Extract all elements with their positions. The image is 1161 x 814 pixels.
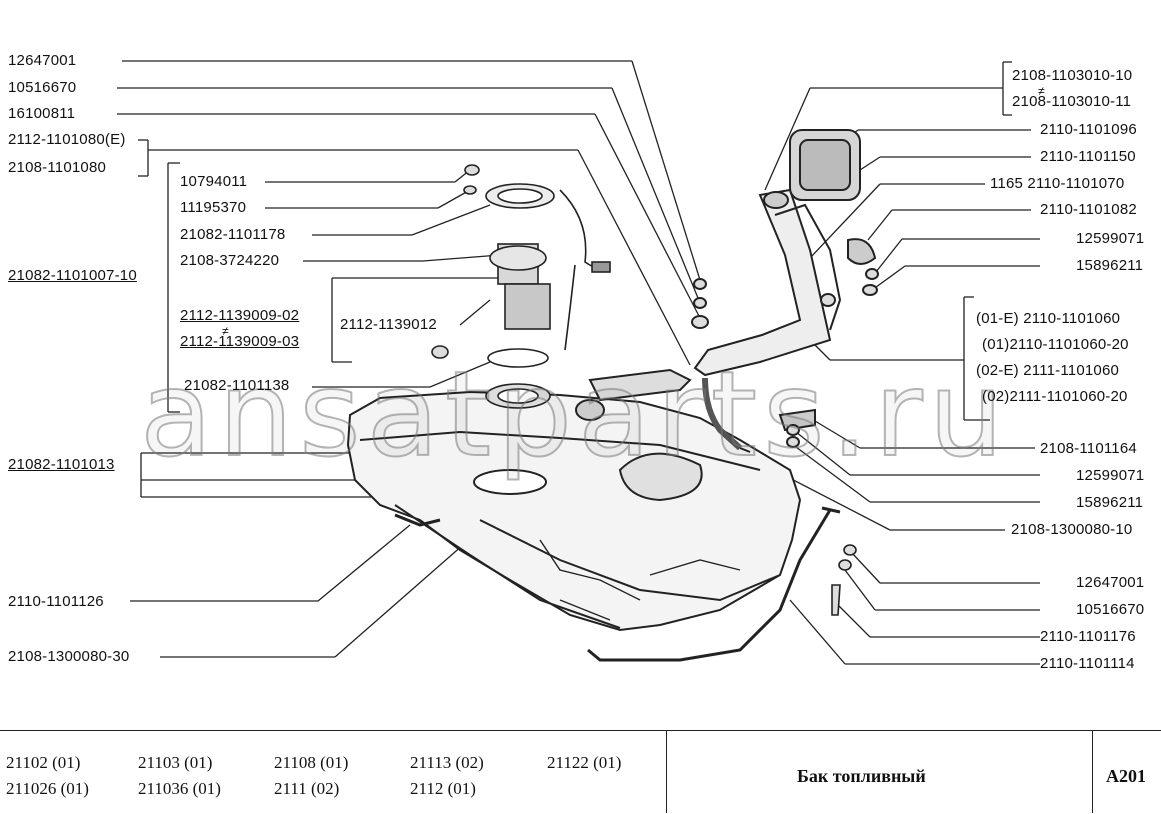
footer-divider-1 xyxy=(666,730,667,813)
part-label-01-2110-1101060-20: (01)2110-1101060-20 xyxy=(982,336,1129,353)
part-label-2110-1101082: 2110-1101082 xyxy=(1040,201,1137,218)
part-label-21082-1101013: 21082-1101013 xyxy=(8,456,115,473)
part-label-1165-2110-1101070: 1165 2110-1101070 xyxy=(990,175,1125,192)
part-label-10794011: 10794011 xyxy=(180,173,248,190)
part-label-21082-1101138: 21082-1101138 xyxy=(184,377,290,394)
model-21103: 21103 (01) xyxy=(138,753,213,772)
part-label-01e-2110-1101060: (01-E) 2110-1101060 xyxy=(976,310,1121,327)
part-label-2110-1101150: 2110-1101150 xyxy=(1040,148,1136,165)
footer-frame xyxy=(0,730,1161,814)
model-2111: 2111 (02) xyxy=(274,779,340,798)
page-title: Бак топливный xyxy=(797,766,926,786)
part-label-12599071-top: 12599071 xyxy=(1076,230,1145,247)
part-label-2108-1300080-10: 2108-1300080-10 xyxy=(1011,521,1133,538)
part-label-2112-1139009-03: 2112-1139009-03 xyxy=(180,333,300,350)
part-label-2112-1101080e: 2112-1101080(E) xyxy=(8,131,126,148)
part-label-21082-1101007-10: 21082-1101007-10 xyxy=(8,267,137,284)
part-label-15896211-mid: 15896211 xyxy=(1076,494,1144,511)
part-label-2108-1101080: 2108-1101080 xyxy=(8,159,107,176)
part-label-10516670-right: 10516670 xyxy=(1076,601,1145,618)
part-label-2110-1101126: 2110-1101126 xyxy=(8,593,104,610)
part-label-2108-1103010-11: 2108-1103010-11 xyxy=(1012,93,1132,110)
part-label-16100811: 16100811 xyxy=(8,105,76,122)
part-label-02e-2111-1101060: (02-E) 2111-1101060 xyxy=(976,362,1120,379)
model-21122: 21122 (01) xyxy=(547,753,622,772)
part-label-2108-1101164: 2108-1101164 xyxy=(1040,440,1137,457)
part-label-02-2111-1101060-20: (02)2111-1101060-20 xyxy=(982,388,1128,405)
part-label-2108-1103010-10: 2108-1103010-10 xyxy=(1012,67,1133,84)
part-label-2110-1101176: 2110-1101176 xyxy=(1040,628,1136,645)
model-2112: 2112 (01) xyxy=(410,779,476,798)
part-label-2110-1101096: 2110-1101096 xyxy=(1040,121,1137,138)
model-211036: 211036 (01) xyxy=(138,779,221,798)
page-code: A201 xyxy=(1106,766,1146,786)
model-211026: 211026 (01) xyxy=(6,779,89,798)
neq-symbol: ≠ xyxy=(222,324,229,338)
part-label-15896211-top: 15896211 xyxy=(1076,257,1144,274)
part-label-21082-1101178: 21082-1101178 xyxy=(180,226,286,243)
part-label-2112-1139009-02: 2112-1139009-02 xyxy=(180,307,300,324)
model-21108: 21108 (01) xyxy=(274,753,349,772)
part-label-2108-3724220: 2108-3724220 xyxy=(180,252,280,269)
part-label-2112-1139012: 2112-1139012 xyxy=(340,316,437,333)
part-label-2108-1300080-30: 2108-1300080-30 xyxy=(8,648,130,665)
part-label-11195370: 11195370 xyxy=(180,199,247,216)
neq-symbol-right: ≠ xyxy=(1038,84,1045,98)
part-label-12647001-right: 12647001 xyxy=(1076,574,1145,591)
part-label-2110-1101114: 2110-1101114 xyxy=(1040,655,1135,672)
footer-divider-2 xyxy=(1092,730,1093,813)
model-21102: 21102 (01) xyxy=(6,753,81,772)
model-21113: 21113 (02) xyxy=(410,753,484,772)
watermark: ansatparts.ru xyxy=(139,344,1010,484)
part-label-12647001: 12647001 xyxy=(8,52,77,69)
part-label-12599071-mid: 12599071 xyxy=(1076,467,1145,484)
part-label-10516670: 10516670 xyxy=(8,79,77,96)
